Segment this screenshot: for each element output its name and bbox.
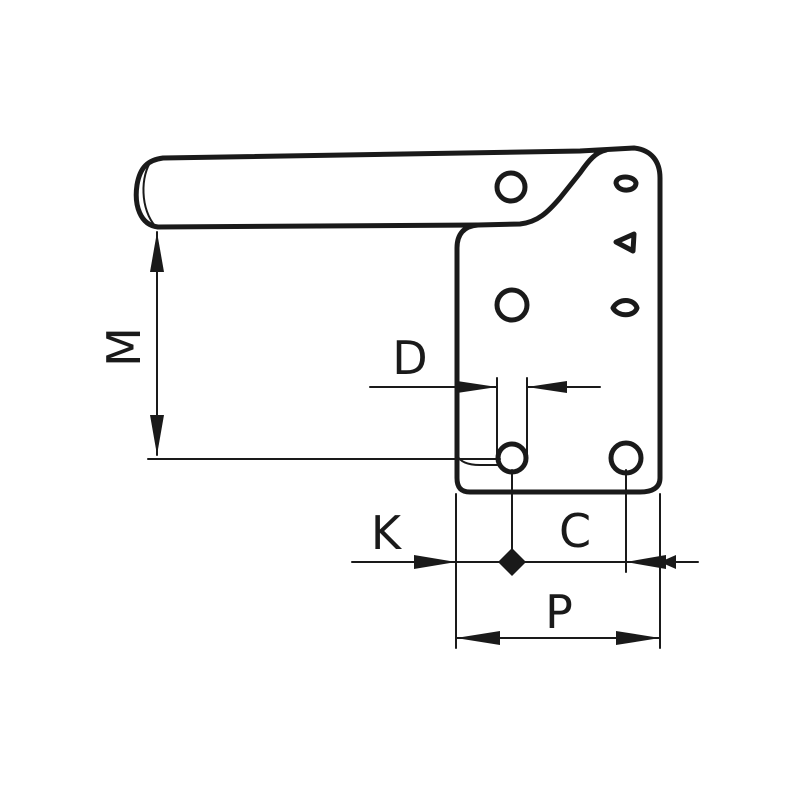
handle-outline (133, 145, 663, 495)
plate-hole-left (494, 287, 530, 323)
mounting-holes (494, 170, 644, 476)
handle-underside (155, 222, 481, 230)
dimension-k-c (351, 469, 699, 649)
pivot-hole (494, 170, 528, 204)
fixing-hole-right (608, 440, 644, 476)
label-k: K (371, 506, 403, 560)
label-p: P (545, 585, 573, 639)
slot-end-hole (495, 441, 529, 475)
dimension-d (369, 381, 601, 393)
slot (496, 377, 528, 461)
label-c: C (559, 504, 591, 558)
label-m: M (97, 327, 151, 367)
handle-end-cap (142, 159, 157, 228)
rivet-middle (613, 231, 637, 254)
dimension-m (147, 231, 501, 460)
label-d: D (392, 331, 427, 385)
rivet-lower (610, 298, 640, 318)
clamp-body (133, 145, 663, 495)
dimension-p (455, 631, 661, 645)
plate-inner-curve (456, 454, 501, 466)
rivet-top (613, 174, 639, 193)
